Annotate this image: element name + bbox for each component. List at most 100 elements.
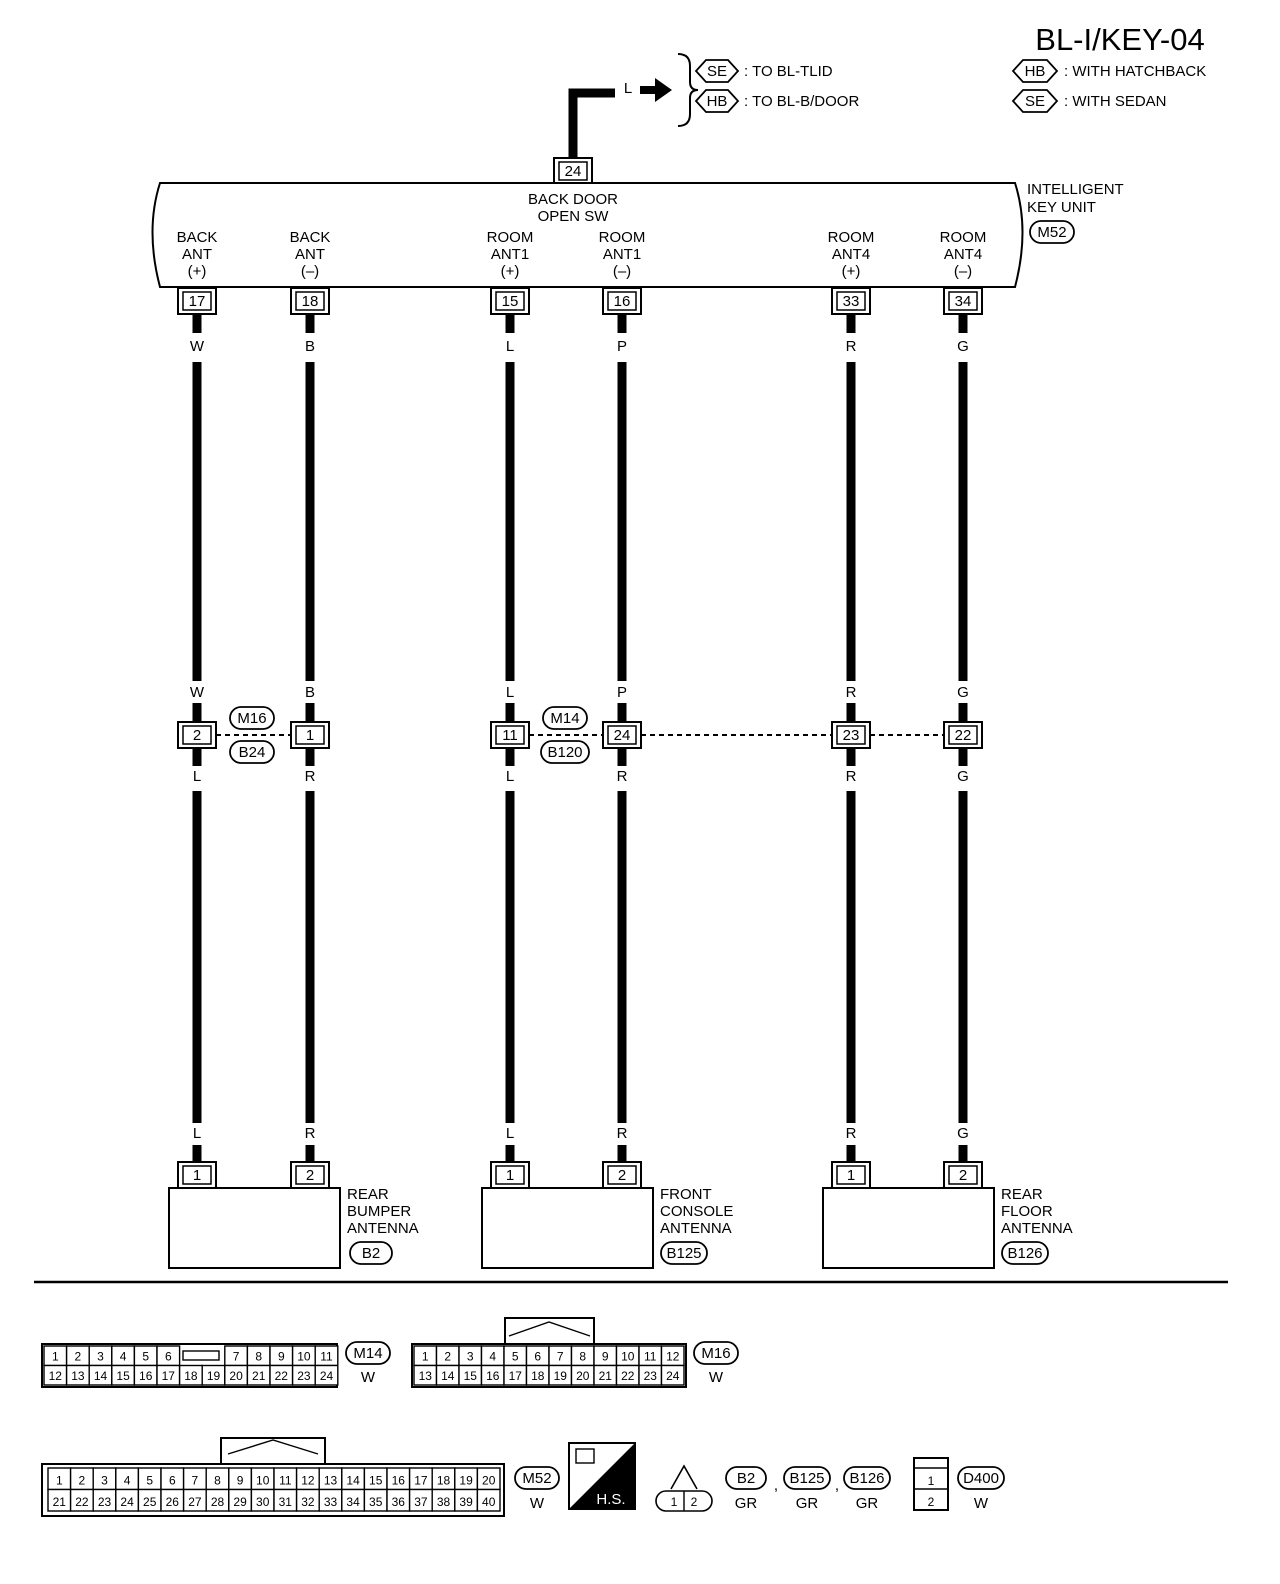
m52-pin: 10 bbox=[256, 1474, 270, 1488]
pin-function-label: (+) bbox=[842, 263, 861, 280]
joint-terminal: 22 bbox=[955, 727, 972, 744]
m52-badge: M52 bbox=[522, 1470, 551, 1487]
m52-pin: 16 bbox=[392, 1474, 406, 1488]
unit-terminal: 34 bbox=[955, 293, 972, 310]
m14-pin: 18 bbox=[184, 1369, 198, 1383]
m52-pin: 12 bbox=[301, 1474, 315, 1488]
pin-function-label: ANT4 bbox=[944, 246, 982, 263]
legend-se-text: : WITH SEDAN bbox=[1064, 93, 1167, 110]
d400-pin: 2 bbox=[928, 1495, 935, 1509]
m52-pin: 3 bbox=[101, 1474, 108, 1488]
m16-color: W bbox=[709, 1369, 724, 1386]
unit-terminal: 15 bbox=[502, 293, 519, 310]
wire-color-low: R bbox=[846, 768, 857, 785]
m16-pin: 18 bbox=[531, 1369, 545, 1383]
pin-function-label: ROOM bbox=[599, 229, 646, 246]
antenna-connector-color: GR bbox=[735, 1495, 758, 1512]
m52-pin: 27 bbox=[188, 1495, 202, 1509]
joint-terminal: 1 bbox=[306, 727, 314, 744]
antenna-connector-color: GR bbox=[796, 1495, 819, 1512]
device-terminal-pin bbox=[495, 1165, 525, 1185]
m52-key-mark bbox=[227, 1439, 319, 1455]
pin-function-label: (+) bbox=[188, 263, 207, 280]
m52-pin: 5 bbox=[146, 1474, 153, 1488]
antenna-connector-badge-frame bbox=[783, 1466, 831, 1490]
wire-color-low: G bbox=[957, 768, 969, 785]
hs-label: H.S. bbox=[596, 1491, 625, 1508]
wire-color-bottom: L bbox=[506, 1125, 514, 1142]
pin-function-label: ANT bbox=[182, 246, 212, 263]
destination-brace bbox=[677, 53, 699, 127]
device-name: REAR bbox=[1001, 1186, 1043, 1203]
m14-badge-frame bbox=[345, 1341, 391, 1365]
joint-m16-badge-frame bbox=[229, 706, 275, 730]
legend-hb-text: : WITH HATCHBACK bbox=[1064, 63, 1206, 80]
dest-se-badge: SE bbox=[707, 63, 727, 80]
m16-pin: 8 bbox=[579, 1350, 586, 1364]
m16-pin: 9 bbox=[602, 1350, 609, 1364]
m14-pin: 14 bbox=[94, 1369, 108, 1383]
unit-connector-badge: M52 bbox=[1037, 224, 1066, 241]
intelligent-key-unit-box bbox=[151, 182, 1024, 288]
m52-pin: 29 bbox=[233, 1495, 247, 1509]
joint-m14-badge: M14 bbox=[550, 710, 579, 727]
m52-pin: 15 bbox=[369, 1474, 383, 1488]
m16-pin: 2 bbox=[444, 1350, 451, 1364]
unit-terminal: 18 bbox=[302, 293, 319, 310]
m52-pin: 40 bbox=[482, 1495, 496, 1509]
wire-color-bottom: R bbox=[846, 1125, 857, 1142]
wire-color-low: R bbox=[305, 768, 316, 785]
joint-terminal-pin bbox=[836, 725, 866, 745]
device-connector-badge-frame bbox=[660, 1241, 708, 1265]
m16-pin: 1 bbox=[422, 1350, 429, 1364]
joint-terminal-pin bbox=[607, 725, 637, 745]
device-terminal: 1 bbox=[506, 1167, 514, 1184]
wire-color-mid: G bbox=[957, 684, 969, 701]
m52-pin: 19 bbox=[459, 1474, 473, 1488]
m16-pin: 23 bbox=[644, 1369, 658, 1383]
m16-pin: 20 bbox=[576, 1369, 590, 1383]
device-terminal-pin bbox=[295, 1165, 325, 1185]
m52-key bbox=[220, 1437, 326, 1466]
m16-badge-frame bbox=[693, 1341, 739, 1365]
m52-pin: 21 bbox=[53, 1495, 67, 1509]
m14-pin: 24 bbox=[320, 1369, 334, 1383]
device-connector-badge-frame bbox=[349, 1241, 393, 1265]
antenna-connector-color: GR bbox=[856, 1495, 879, 1512]
d400-pin: 1 bbox=[928, 1474, 935, 1488]
m52-pin: 17 bbox=[414, 1474, 428, 1488]
m52-pin: 32 bbox=[301, 1495, 315, 1509]
device-terminal: 2 bbox=[306, 1167, 314, 1184]
unit-terminal-pin bbox=[836, 291, 866, 311]
legend-hb-badge-frame bbox=[1011, 59, 1059, 83]
top-wire-color-lower: L bbox=[569, 118, 577, 135]
m52-pin: 13 bbox=[324, 1474, 338, 1488]
pin-function-label: (+) bbox=[501, 263, 520, 280]
joint-terminal-pin bbox=[495, 725, 525, 745]
m14-pin: 16 bbox=[139, 1369, 153, 1383]
m14-pin: 20 bbox=[229, 1369, 243, 1383]
m14-color: W bbox=[361, 1369, 376, 1386]
m14-pin: 12 bbox=[49, 1369, 63, 1383]
m16-key bbox=[504, 1317, 595, 1344]
page-id: BL-I/KEY-04 bbox=[1035, 22, 1204, 57]
code-separator: , bbox=[835, 1477, 839, 1494]
joint-b120-badge: B120 bbox=[547, 744, 582, 761]
m52-pin: 33 bbox=[324, 1495, 338, 1509]
m16-pin: 7 bbox=[557, 1350, 564, 1364]
antenna-pin: 1 bbox=[671, 1495, 678, 1509]
device-name: ANTENNA bbox=[347, 1220, 419, 1237]
m14-pin: 11 bbox=[320, 1350, 333, 1364]
m14-pin: 19 bbox=[207, 1369, 221, 1383]
m52-pin: 4 bbox=[124, 1474, 131, 1488]
m16-badge: M16 bbox=[701, 1345, 730, 1362]
unit-name: KEY UNIT bbox=[1027, 199, 1096, 216]
m14-pin: 17 bbox=[162, 1369, 176, 1383]
d400-badge-frame bbox=[957, 1466, 1005, 1490]
m16-pin: 3 bbox=[467, 1350, 474, 1364]
device-terminal: 1 bbox=[847, 1167, 855, 1184]
m16-pin: 5 bbox=[512, 1350, 519, 1364]
wire-color-mid: P bbox=[617, 684, 627, 701]
pin-function-label: ANT1 bbox=[491, 246, 529, 263]
m52-pin: 6 bbox=[169, 1474, 176, 1488]
